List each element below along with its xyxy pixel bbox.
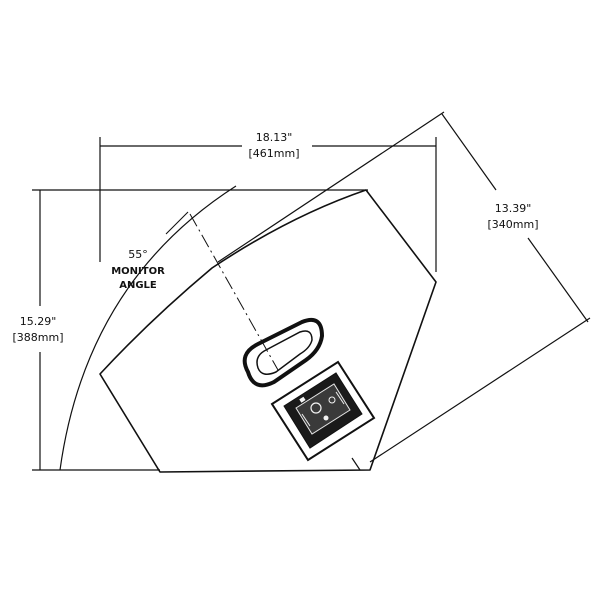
width-imperial-label: 18.13" xyxy=(256,131,293,144)
cabinet-center-axis xyxy=(189,213,279,371)
width-dimension: 18.13" [461mm] xyxy=(99,131,437,272)
monitor-angle-indicator: 55° MONITOR ANGLE xyxy=(59,185,237,471)
jack-connector-icon xyxy=(328,396,336,404)
cabinet-outline xyxy=(99,189,437,473)
monitor-angle-label-line1: MONITOR xyxy=(111,266,165,277)
handle-inner xyxy=(256,330,313,375)
height-metric-label: [388mm] xyxy=(12,331,63,344)
depth-dimension: 13.39" [340mm] xyxy=(217,111,591,463)
height-imperial-label: 15.29" xyxy=(20,315,57,328)
depth-dimension-line-top xyxy=(441,113,497,191)
height-dimension: 15.29" [388mm] xyxy=(12,189,368,471)
indicator-led-icon xyxy=(323,415,329,421)
cabinet-handle xyxy=(242,317,324,388)
width-metric-label: [461mm] xyxy=(248,147,299,160)
monitor-angle-arc xyxy=(59,185,237,471)
xlr-connector-icon xyxy=(310,402,322,414)
depth-extension-line-bottom xyxy=(369,317,591,463)
panel-detail-line-1 xyxy=(301,413,311,427)
handle-outer xyxy=(242,317,324,388)
panel-switch-icon xyxy=(299,396,306,403)
foot-edge xyxy=(351,457,361,471)
speaker-cabinet xyxy=(99,189,437,473)
monitor-angle-value: 55° xyxy=(128,248,148,261)
panel-detail-line-2 xyxy=(335,391,345,405)
input-panel-face xyxy=(295,383,351,435)
depth-dimension-line-bottom xyxy=(527,237,589,323)
cabinet-foot xyxy=(351,457,361,471)
monitor-angle-leader xyxy=(165,211,189,235)
monitor-angle-label-line2: ANGLE xyxy=(119,280,157,291)
input-panel xyxy=(270,360,376,462)
depth-imperial-label: 13.39" xyxy=(495,202,532,215)
depth-extension-line-top xyxy=(217,111,445,263)
depth-metric-label: [340mm] xyxy=(487,218,538,231)
